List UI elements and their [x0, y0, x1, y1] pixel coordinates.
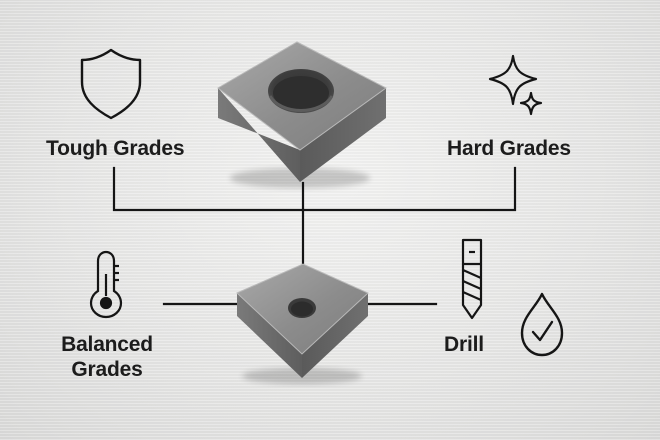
connector-hard: [301, 166, 517, 212]
drop-check-icon: [520, 292, 564, 357]
shield-icon: [80, 48, 142, 120]
carbide-insert-small: [236, 263, 369, 384]
sparkle-icon: [488, 54, 543, 116]
thermometer-icon: [89, 250, 123, 319]
drill-bit-icon: [461, 238, 483, 320]
balanced-grades-line-1: Balanced: [61, 333, 153, 356]
connector-lines: [112, 166, 517, 306]
balanced-grades-line-2: Grades: [71, 358, 143, 381]
balanced-grades-label: Balanced Grades: [52, 332, 162, 382]
tough-grades-label: Tough Grades: [46, 137, 185, 160]
carbide-insert-large: [217, 41, 387, 188]
connector-tough: [112, 166, 305, 212]
hard-grades-label: Hard Grades: [447, 137, 571, 160]
drill-label: Drill: [444, 333, 484, 356]
